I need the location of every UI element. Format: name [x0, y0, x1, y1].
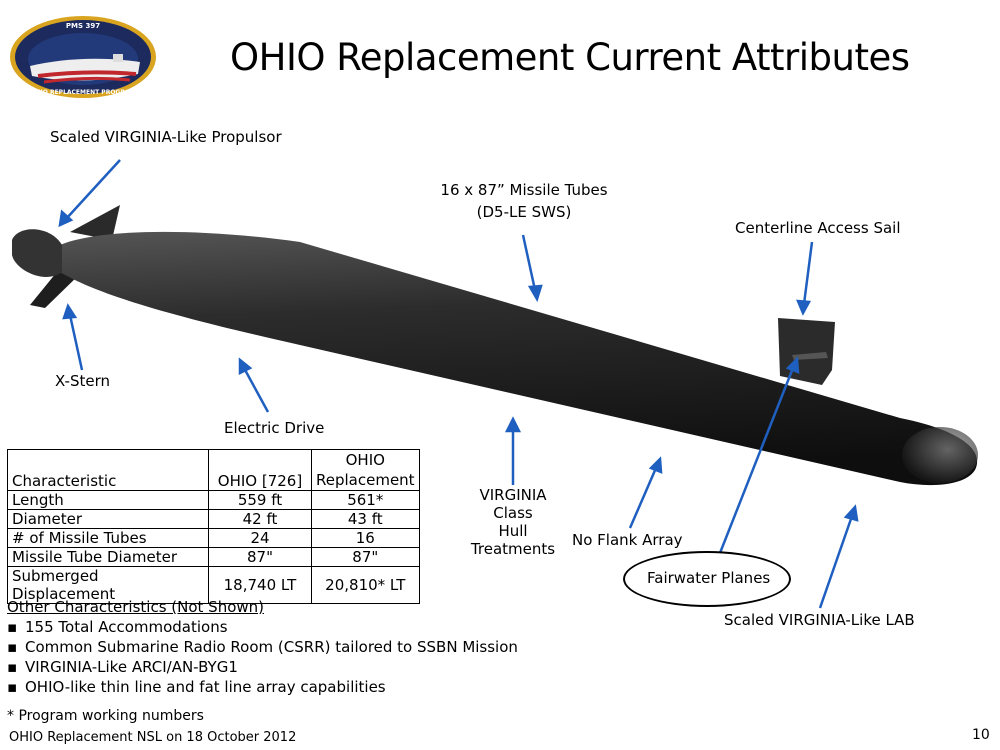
svg-text:OHIO REPLACEMENT PROGRAM: OHIO REPLACEMENT PROGRAM	[30, 89, 135, 96]
label-missile-tubes-line1: 16 x 87” Missile Tubes	[440, 181, 608, 199]
hull-line: Class	[493, 504, 533, 522]
label-sail: Centerline Access Sail	[735, 219, 901, 237]
page-title: OHIO Replacement Current Attributes	[230, 36, 910, 79]
header-line: OHIO	[345, 451, 385, 469]
label-propulsor: Scaled VIRGINIA-Like Propulsor	[50, 128, 282, 146]
cell: # of Missile Tubes	[7, 528, 209, 548]
label-missile-tubes-line2: (D5-LE SWS)	[476, 203, 572, 221]
svg-text:PMS 397: PMS 397	[66, 22, 100, 30]
other-heading: Other Characteristics (Not Shown)	[7, 598, 265, 616]
hull-line: VIRGINIA	[479, 486, 547, 504]
cell: 43 ft	[311, 509, 420, 529]
submarine-hull	[60, 231, 978, 486]
bullet-item: VIRGINIA-Like ARCI/AN-BYG1	[7, 657, 518, 677]
hull-line: Hull	[498, 522, 528, 540]
other-characteristics: Other Characteristics (Not Shown) 155 To…	[7, 597, 518, 697]
hull-line: Treatments	[470, 540, 556, 558]
cell: 24	[208, 528, 312, 548]
cell: Submerged Displacement	[7, 566, 209, 604]
label-flank-array: No Flank Array	[572, 531, 683, 549]
characteristics-table: Characteristic OHIO [726] OHIO Replacemen…	[7, 449, 420, 604]
cell: Diameter	[7, 509, 209, 529]
label-electric-drive: Electric Drive	[224, 419, 325, 437]
cell: 18,740 LT	[208, 566, 312, 604]
cell: 87"	[311, 547, 420, 567]
cell: Length	[7, 490, 209, 510]
fairwater-highlight-ellipse	[623, 551, 791, 607]
label-x-stern: X-Stern	[55, 372, 110, 390]
label-hull-treatments: VIRGINIA Class Hull Treatments	[463, 486, 563, 558]
annotation-arrows	[58, 159, 859, 609]
footnote: * Program working numbers	[7, 708, 204, 724]
table-header-row: Characteristic OHIO [726] OHIO Replacemen…	[7, 449, 420, 491]
sail	[778, 318, 835, 385]
header-characteristic: Characteristic	[7, 449, 209, 491]
header-line: Replacement	[316, 471, 415, 489]
cell: Missile Tube Diameter	[7, 547, 209, 567]
program-logo: PMS 397 OHIO REPLACEMENT PROGRAM	[10, 16, 156, 98]
cell: 87"	[208, 547, 312, 567]
header-ohio-replacement: OHIO Replacement	[311, 449, 420, 491]
header-ohio: OHIO [726]	[208, 449, 312, 491]
label-fairwater: Fairwater Planes	[647, 569, 771, 587]
bullet-item: OHIO-like thin line and fat line array c…	[7, 677, 518, 697]
bullet-item: 155 Total Accommodations	[7, 617, 518, 637]
cell: 559 ft	[208, 490, 312, 510]
bullet-item: Common Submarine Radio Room (CSRR) tailo…	[7, 637, 518, 657]
cell: 16	[311, 528, 420, 548]
propulsor	[12, 229, 62, 277]
page-number: 10	[972, 727, 990, 743]
label-missile-tubes: 16 x 87” Missile Tubes (D5-LE SWS)	[440, 181, 608, 221]
cell: 42 ft	[208, 509, 312, 529]
cell: 561*	[311, 490, 420, 510]
footer-text: OHIO Replacement NSL on 18 October 2012	[9, 730, 297, 745]
label-lab: Scaled VIRGINIA-Like LAB	[724, 611, 915, 629]
cell: 20,810* LT	[311, 566, 420, 604]
